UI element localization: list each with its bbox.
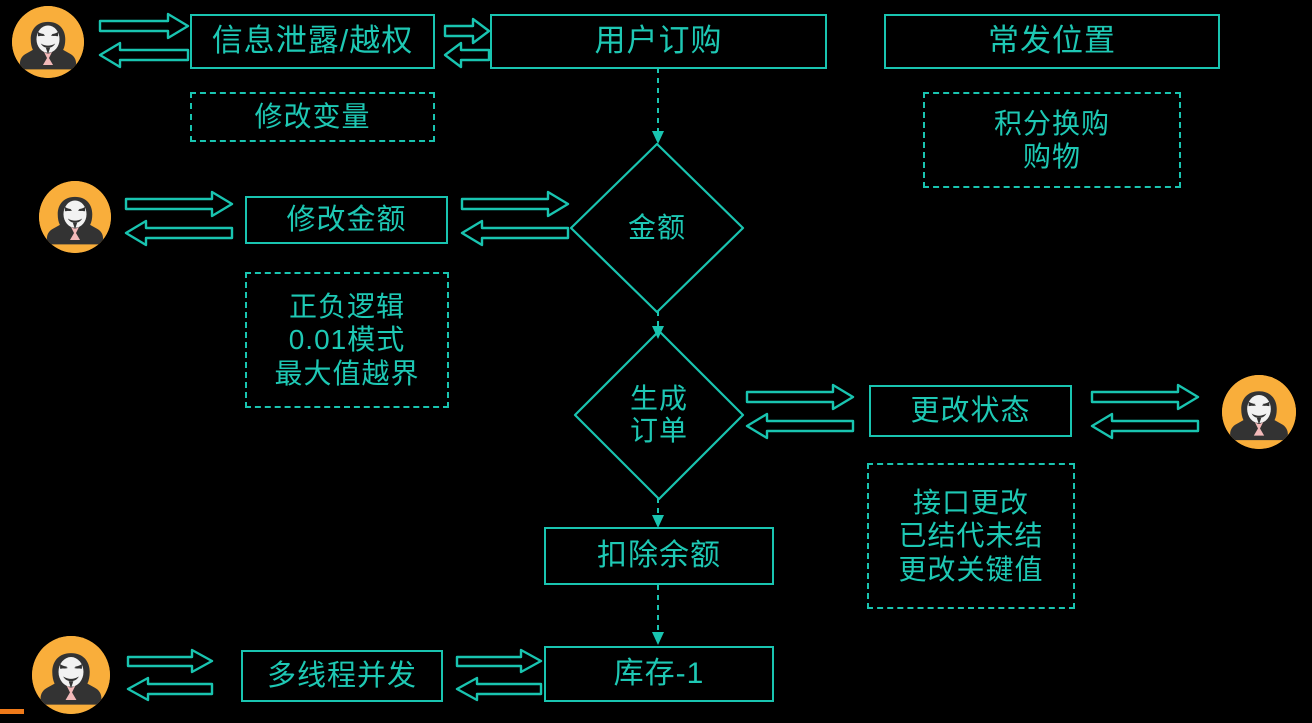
hacker-mask-icon [1222, 375, 1296, 449]
double-arrow-icon [124, 190, 234, 247]
node-frequent-location[interactable]: 常发位置 [884, 14, 1220, 69]
exchange-arrows-top-left [98, 12, 190, 70]
note-points-exchange: 积分换购 购物 [923, 92, 1181, 188]
node-info-leak[interactable]: 信息泄露/越权 [190, 14, 435, 69]
hacker-avatar-mid-left [39, 181, 111, 253]
note-status-tamper: 接口更改 已结代未结 更改关键值 [867, 463, 1075, 609]
node-stock-minus-one[interactable]: 库存-1 [544, 646, 774, 702]
hacker-mask-icon [12, 6, 84, 78]
node-amount-decision[interactable]: 金额 [568, 141, 746, 315]
node-generate-order-decision[interactable]: 生成 订单 [572, 328, 746, 502]
note-modify-variable: 修改变量 [190, 92, 435, 142]
double-arrow-icon [1090, 383, 1200, 440]
double-arrow-icon [745, 383, 855, 440]
exchange-arrows-order-to-status [745, 383, 855, 441]
exchange-arrows-compact-infoleak [443, 16, 491, 70]
diamond-shape [573, 329, 745, 501]
dashed-arrow-down-icon [652, 68, 664, 144]
note-amount-logic: 正负逻辑 0.01模式 最大值越界 [245, 272, 449, 408]
connector-order-to-amount [645, 68, 671, 146]
exchange-arrows-status-to-hacker [1090, 383, 1200, 441]
node-modify-amount[interactable]: 修改金额 [245, 196, 448, 244]
exchange-arrows-amount-right [460, 190, 570, 248]
exchange-arrows-bottom-left [126, 648, 214, 702]
dashed-arrow-down-icon [652, 498, 664, 528]
diamond-shape [569, 142, 745, 314]
hacker-mask-icon [39, 181, 111, 253]
accent-bar-bottom-left [0, 709, 24, 714]
double-arrow-icon [460, 190, 570, 247]
double-arrow-icon [443, 17, 491, 69]
double-arrow-icon [126, 648, 214, 702]
hacker-avatar-bottom-left [32, 636, 110, 714]
node-generate-order-label: 生成 订单 [629, 382, 688, 446]
double-arrow-icon [455, 648, 543, 702]
dashed-arrow-down-icon [652, 585, 664, 645]
node-deduct-balance[interactable]: 扣除余额 [544, 527, 774, 585]
exchange-arrows-mid-left [124, 190, 234, 248]
node-multithread[interactable]: 多线程并发 [241, 650, 443, 702]
double-arrow-icon [98, 12, 190, 69]
connector-generate-order-to-deduct [645, 498, 671, 530]
hacker-avatar-top-left [12, 6, 84, 78]
node-change-status[interactable]: 更改状态 [869, 385, 1072, 437]
exchange-arrows-multithread-right [455, 648, 543, 702]
node-amount-label: 金额 [627, 211, 686, 243]
node-user-order[interactable]: 用户订购 [490, 14, 827, 69]
hacker-mask-icon [32, 636, 110, 714]
hacker-avatar-right [1222, 375, 1296, 449]
connector-deduct-to-stock [645, 585, 671, 647]
